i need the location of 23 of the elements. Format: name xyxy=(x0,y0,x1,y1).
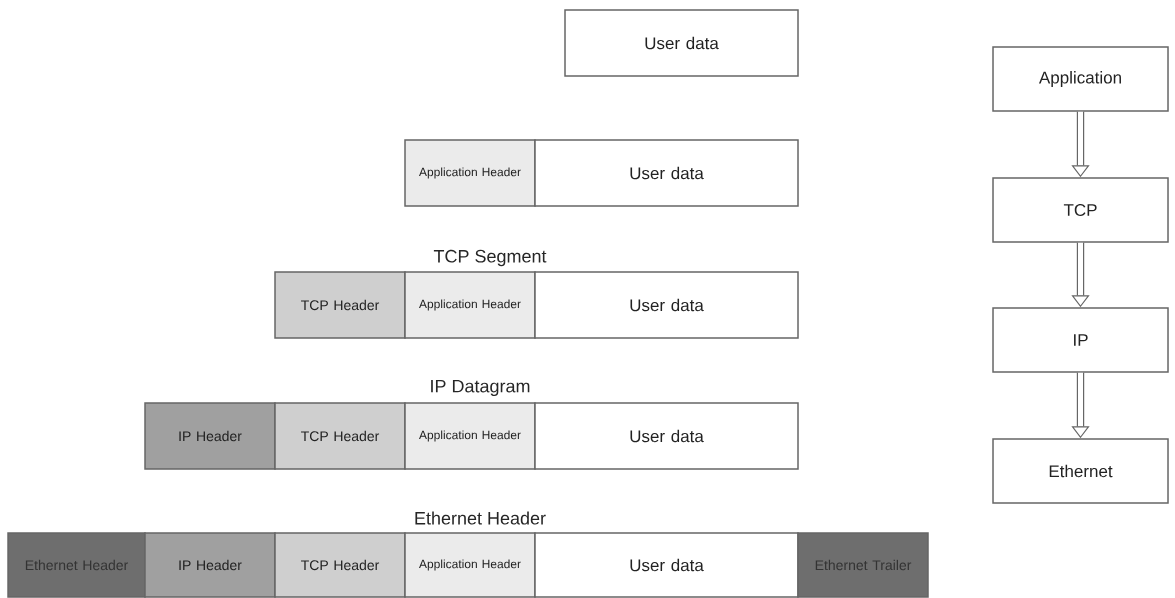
header-cell: TCP Header xyxy=(274,271,406,339)
data-cell: User data xyxy=(534,139,799,207)
data-cell: User data xyxy=(534,532,799,598)
row-heading: Ethernet Header xyxy=(415,511,546,525)
header-cell: Ethernet Header xyxy=(7,532,146,598)
data-cell: User data xyxy=(534,271,799,339)
layer-box: TCP xyxy=(992,177,1169,243)
row-heading: IP Datagram xyxy=(431,379,530,397)
layer-box: Ethernet xyxy=(992,438,1169,504)
header-cell: IP Header xyxy=(144,402,276,470)
header-cell: Application Header xyxy=(404,139,536,207)
layer-box: IP xyxy=(992,307,1169,373)
layer-box: Application xyxy=(992,46,1169,112)
row-heading: TCP Segment xyxy=(433,249,547,267)
header-cell: Application Header xyxy=(404,532,536,598)
header-cell: Application Header xyxy=(404,271,536,339)
data-cell: User data xyxy=(564,9,799,77)
trailer-cell: Ethernet Trailer xyxy=(797,532,929,598)
header-cell: Application Header xyxy=(404,402,536,470)
header-cell: IP Header xyxy=(144,532,276,598)
header-cell: TCP Header xyxy=(274,402,406,470)
data-cell: User data xyxy=(534,402,799,470)
header-cell: TCP Header xyxy=(274,532,406,598)
